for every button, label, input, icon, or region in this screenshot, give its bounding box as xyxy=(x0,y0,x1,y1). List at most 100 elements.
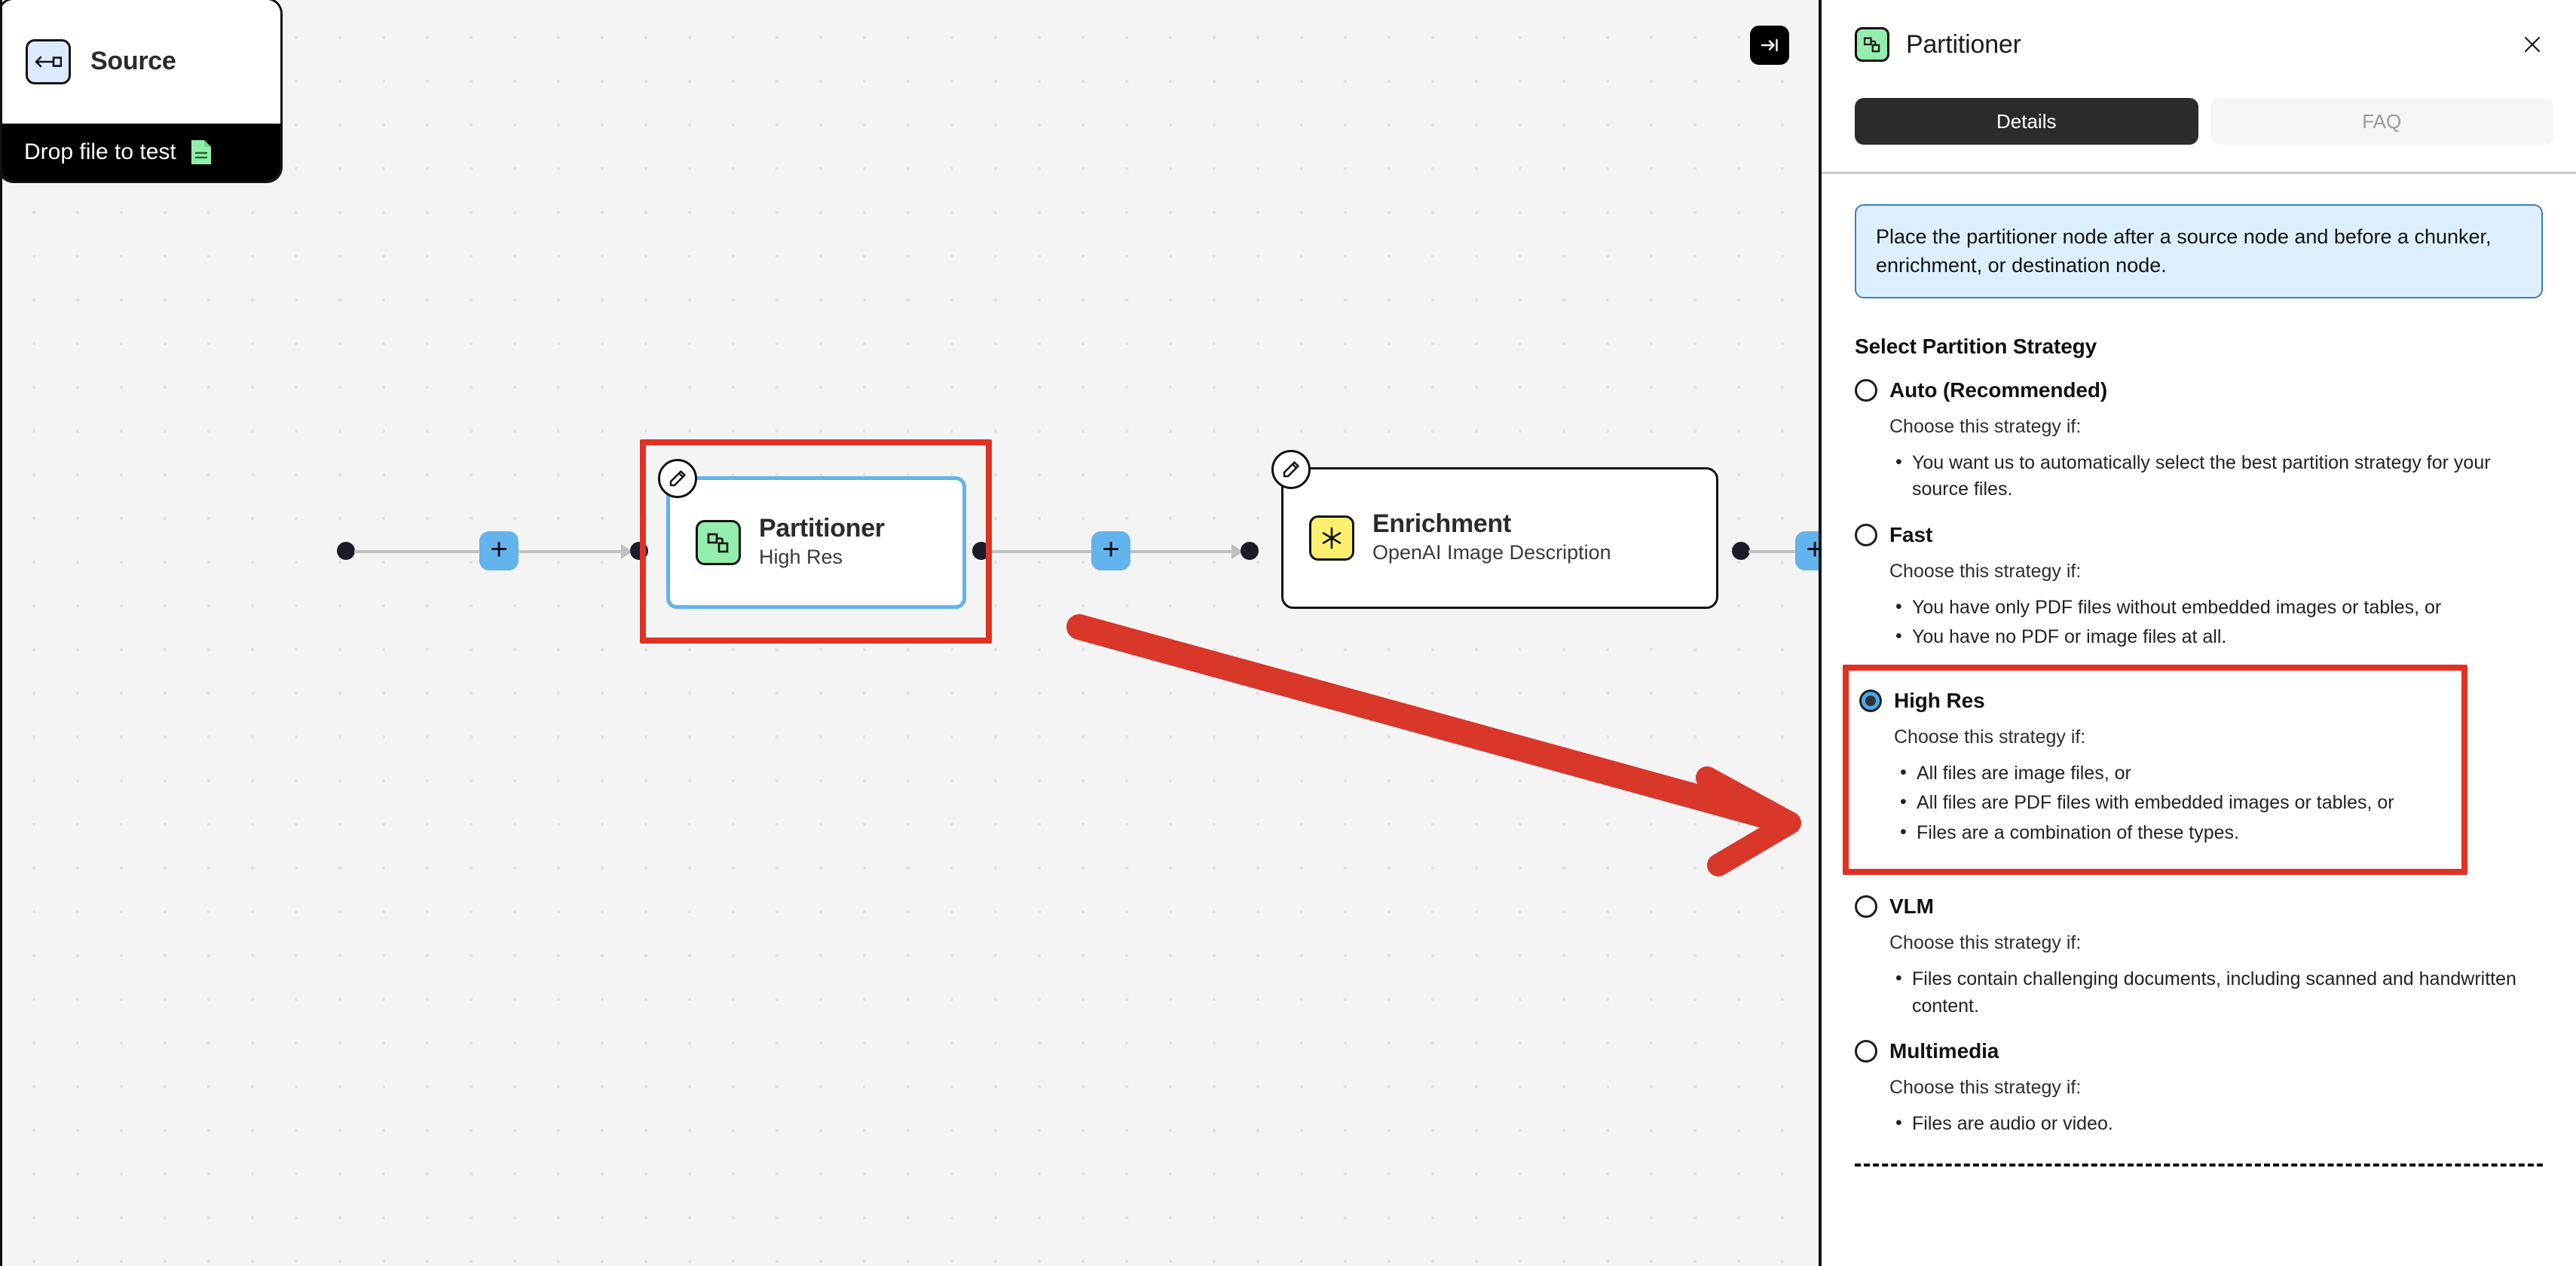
port-enrichment-out[interactable] xyxy=(1732,542,1750,560)
node-source-title: Source xyxy=(90,47,176,76)
strategy-option-fast[interactable]: Fast Choose this strategy if: You have o… xyxy=(1855,523,2543,651)
node-partitioner[interactable]: Partitioner High Res xyxy=(658,459,966,609)
node-source[interactable]: Source Drop file to test xyxy=(0,0,280,181)
list-item: All files are PDF files with embedded im… xyxy=(1894,789,2448,817)
list-item: You have only PDF files without embedded… xyxy=(1889,594,2543,622)
edit-partitioner-button[interactable] xyxy=(658,459,697,498)
strategy-auto-choose: Choose this strategy if: xyxy=(1889,415,2082,437)
radio-fast[interactable] xyxy=(1855,523,1877,546)
edge-partitioner-to-enrichment xyxy=(989,550,1100,553)
panel-tabs: Details FAQ xyxy=(1822,69,2576,145)
partitioner-nodes-icon xyxy=(1855,27,1889,62)
strategy-high-res-choose: Choose this strategy if: xyxy=(1894,726,2086,748)
source-arrow-glyph xyxy=(35,56,62,68)
node-source-header: Source xyxy=(0,0,280,124)
list-item: All files are image files, or xyxy=(1894,760,2448,787)
strategy-vlm-choose: Choose this strategy if: xyxy=(1889,932,2082,954)
strategy-multimedia-label: Multimedia xyxy=(1889,1039,1999,1063)
strategy-auto-row[interactable]: Auto (Recommended) xyxy=(1855,378,2543,402)
strategy-fast-bullets: You have only PDF files without embedded… xyxy=(1889,594,2543,651)
add-node-after-partitioner-button[interactable]: + xyxy=(1091,531,1130,570)
partitioner-nodes-icon xyxy=(696,520,741,565)
close-x-glyph xyxy=(2524,36,2541,53)
strategy-auto-bullets: You want us to automatically select the … xyxy=(1889,449,2543,503)
radio-multimedia[interactable] xyxy=(1855,1040,1877,1063)
port-partitioner-in[interactable] xyxy=(630,542,648,560)
strategy-high-res-row[interactable]: High Res xyxy=(1859,689,2448,713)
node-enrichment-body: Enrichment OpenAI Image Description xyxy=(1283,469,1716,607)
workflow-canvas[interactable]: + + + Source xyxy=(0,0,1819,1266)
node-partitioner-subtitle: High Res xyxy=(759,546,843,569)
strategy-fast-row[interactable]: Fast xyxy=(1855,523,2543,547)
list-item: You want us to automatically select the … xyxy=(1889,449,2543,503)
node-partitioner-body: Partitioner High Res xyxy=(670,480,962,605)
add-node-after-enrichment-button[interactable]: + xyxy=(1795,531,1819,570)
edge-source-to-partitioner xyxy=(354,550,490,553)
arrow-to-line-icon xyxy=(1761,38,1778,52)
node-source-dropzone[interactable]: Drop file to test xyxy=(0,124,280,181)
list-item: Files are audio or video. xyxy=(1889,1110,2543,1138)
edge-partitioner-to-enrichment-2 xyxy=(1130,550,1244,553)
panel-title: Partitioner xyxy=(1906,29,2021,59)
edge-arrow-2 xyxy=(1231,544,1243,559)
port-partitioner-out[interactable] xyxy=(972,542,990,560)
partitioner-nodes-glyph xyxy=(1863,37,1880,53)
source-arrow-icon xyxy=(26,39,71,84)
list-item: You have no PDF or image files at all. xyxy=(1889,623,2543,651)
port-enrichment-in[interactable] xyxy=(1241,542,1259,560)
port-source-out[interactable] xyxy=(337,542,355,560)
strategy-option-auto[interactable]: Auto (Recommended) Choose this strategy … xyxy=(1855,378,2543,503)
node-partitioner-text: Partitioner High Res xyxy=(759,513,885,570)
node-partitioner-title: Partitioner xyxy=(759,513,885,543)
node-source-text: Source xyxy=(90,47,176,75)
strategy-multimedia-row[interactable]: Multimedia xyxy=(1855,1039,2543,1063)
node-enrichment-text: Enrichment OpenAI Image Description xyxy=(1372,509,1611,566)
radio-auto[interactable] xyxy=(1855,378,1877,402)
strategy-option-vlm[interactable]: VLM Choose this strategy if: Files conta… xyxy=(1855,894,2543,1020)
strategy-high-res-label: High Res xyxy=(1894,688,1985,712)
section-heading-partition-strategy: Select Partition Strategy xyxy=(1855,334,2097,358)
pencil-icon xyxy=(1283,461,1299,478)
strategy-vlm-row[interactable]: VLM xyxy=(1855,894,2543,919)
tab-details[interactable]: Details xyxy=(1855,98,2198,145)
partitioner-nodes-glyph xyxy=(707,533,729,553)
strategy-multimedia-choose: Choose this strategy if: xyxy=(1889,1077,2082,1099)
add-node-after-source-button[interactable]: + xyxy=(479,531,519,570)
radio-vlm[interactable] xyxy=(1855,895,1877,919)
strategy-auto-label: Auto (Recommended) xyxy=(1889,378,2108,402)
pencil-icon xyxy=(669,470,686,487)
strategy-vlm-label: VLM xyxy=(1889,894,1934,919)
collapse-panel-button[interactable] xyxy=(1750,26,1789,65)
node-enrichment-title: Enrichment xyxy=(1372,509,1512,538)
annotation-arrow xyxy=(1066,614,1801,876)
section-divider xyxy=(1855,1163,2543,1167)
list-item: Files are a combination of these types. xyxy=(1894,819,2448,847)
list-item: Files contain challenging documents, inc… xyxy=(1889,965,2543,1020)
edit-enrichment-button[interactable] xyxy=(1271,450,1311,489)
panel-header: Partitioner xyxy=(1822,0,2576,69)
strategy-fast-label: Fast xyxy=(1889,522,1933,546)
strategy-high-res-bullets: All files are image files, or All files … xyxy=(1894,760,2448,847)
edge-source-to-partitioner-2 xyxy=(519,550,636,553)
enrichment-asterisk-icon xyxy=(1309,515,1354,561)
close-icon[interactable] xyxy=(2516,28,2549,61)
radio-high-res[interactable] xyxy=(1859,689,1882,712)
document-file-icon xyxy=(191,140,211,164)
strategy-fast-choose: Choose this strategy if: xyxy=(1889,560,2082,582)
strategy-vlm-bullets: Files contain challenging documents, inc… xyxy=(1889,965,2543,1020)
node-enrichment[interactable]: Enrichment OpenAI Image Description xyxy=(1271,450,1718,609)
edge-enrichment-to-next xyxy=(1748,550,1798,553)
edge-arrow-1 xyxy=(621,544,632,559)
strategy-option-multimedia[interactable]: Multimedia Choose this strategy if: File… xyxy=(1855,1039,2543,1138)
strategy-multimedia-bullets: Files are audio or video. xyxy=(1889,1110,2543,1138)
strategy-option-high-res[interactable]: High Res Choose this strategy if: All fi… xyxy=(1843,664,2467,876)
tab-faq[interactable]: FAQ xyxy=(2210,98,2553,145)
asterisk-glyph xyxy=(1322,527,1342,549)
node-enrichment-subtitle: OpenAI Image Description xyxy=(1372,541,1611,564)
details-panel: Partitioner Details FAQ Place the partit… xyxy=(1819,0,2576,1266)
info-banner: Place the partitioner node after a sourc… xyxy=(1855,204,2543,298)
canvas-left-border xyxy=(0,0,2,1266)
drop-file-label: Drop file to test xyxy=(24,139,176,164)
tabs-divider xyxy=(1822,172,2576,174)
panel-content[interactable]: Place the partitioner node after a sourc… xyxy=(1822,174,2576,1266)
